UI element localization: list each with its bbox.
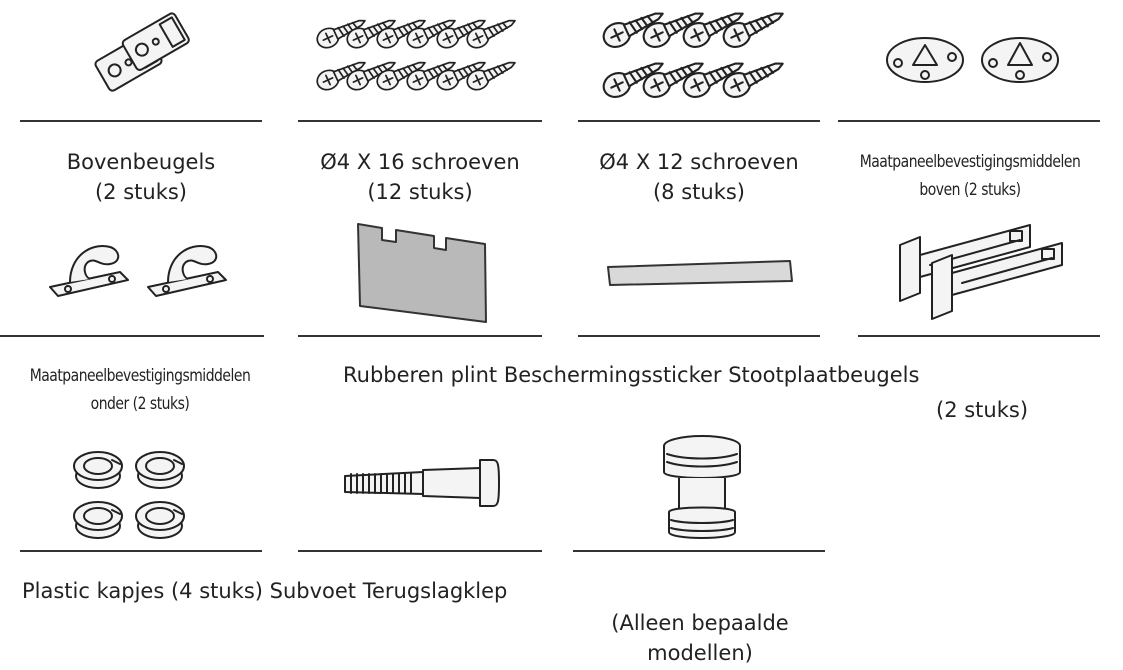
bracket-icon [94, 12, 190, 92]
part-name: Maatpaneelbevestigingsmiddelen [29, 366, 251, 386]
part-qty: (12 stuks) [367, 180, 473, 204]
part-name: Bovenbeugels [66, 150, 216, 174]
part-name: Maatpaneelbevestigingsmiddelen [859, 152, 1081, 172]
caption-panel-fixing-top: Maatpaneelbevestigingsmiddelen boven (2 … [831, 148, 1110, 204]
note-line: (Alleen bepaalde [611, 611, 789, 635]
kickplate-brackets-illustration [890, 215, 1065, 320]
upper-brackets-illustration [80, 5, 210, 105]
clip-fixing-icon [49, 245, 227, 297]
caption-upper-brackets: Bovenbeugels (2 stuks) [20, 147, 262, 207]
screw [436, 19, 486, 49]
divider-line [298, 120, 542, 122]
divider-line [298, 550, 542, 552]
divider-line [20, 120, 262, 122]
caption-screws-16: Ø4 X 16 schroeven (12 stuks) [298, 147, 542, 207]
screw [376, 61, 426, 91]
part-name: Ø4 X 12 schroeven [599, 150, 799, 174]
screw [316, 61, 366, 91]
plastic-cap [135, 501, 185, 539]
screw [466, 19, 516, 49]
screw [642, 12, 704, 49]
part-name: Ø4 X 16 schroeven [320, 150, 520, 174]
screw [406, 61, 456, 91]
divider-line [0, 335, 264, 337]
screw [602, 62, 664, 99]
screws-16-illustration [310, 8, 525, 108]
divider-line [298, 335, 542, 337]
note-line: modellen) [647, 641, 753, 665]
divider-line [838, 120, 1100, 122]
caption-row2-qty: (2 stuks) [936, 398, 1029, 422]
screw [682, 62, 744, 99]
divider-line [20, 550, 262, 552]
plastic-caps-illustration [68, 440, 198, 545]
rubber-plinth-illustration [350, 218, 500, 328]
screw [346, 19, 396, 49]
caption-screws-12: Ø4 X 12 schroeven (8 stuks) [578, 147, 820, 207]
divider-line [573, 550, 825, 552]
screw [682, 12, 744, 49]
check-valve-illustration [655, 432, 750, 542]
screw [642, 62, 704, 99]
screw [316, 19, 366, 49]
part-qty: onder (2 stuks) [90, 394, 190, 414]
screw [466, 61, 516, 91]
plastic-cap [73, 501, 123, 539]
rubber-plinth-icon [357, 223, 487, 323]
divider-line [578, 120, 820, 122]
divider-line [578, 335, 820, 337]
screw [722, 12, 784, 49]
plastic-cap [73, 451, 123, 489]
caption-panel-fixing-bottom: Maatpaneelbevestigingsmiddelen onder (2 … [1, 362, 280, 418]
part-qty: boven (2 stuks) [919, 180, 1021, 200]
protective-sticker-illustration [602, 255, 797, 295]
screw [722, 62, 784, 99]
kickplate-bracket-icon [899, 224, 1063, 320]
caption-row3-parts: Plastic kapjes (4 stuks) Subvoet Terugsl… [22, 579, 508, 603]
round-fixing-icon [886, 37, 1059, 83]
screw [602, 12, 664, 49]
part-qty: (8 stuks) [652, 180, 745, 204]
screw-grid-icon [602, 12, 784, 99]
screw [436, 61, 486, 91]
panel-fixing-bottom-illustration [40, 232, 250, 307]
caption-row2-parts: Rubberen plint Beschermingssticker Stoot… [343, 363, 920, 387]
screw [346, 61, 396, 91]
screw [406, 19, 456, 49]
screws-12-illustration [595, 5, 785, 115]
plastic-cap-icon [73, 451, 185, 539]
sticker-strip-icon [607, 260, 793, 286]
sub-foot-icon [344, 459, 500, 507]
screw-grid-icon [316, 19, 516, 91]
plastic-cap [135, 451, 185, 489]
caption-row3-note: (Alleen bepaalde modellen) [600, 608, 800, 668]
divider-line [858, 335, 1100, 337]
screw [376, 19, 426, 49]
check-valve-icon [663, 435, 741, 539]
sub-foot-illustration [335, 458, 505, 513]
panel-fixing-top-illustration [880, 25, 1070, 95]
part-qty: (2 stuks) [94, 180, 187, 204]
